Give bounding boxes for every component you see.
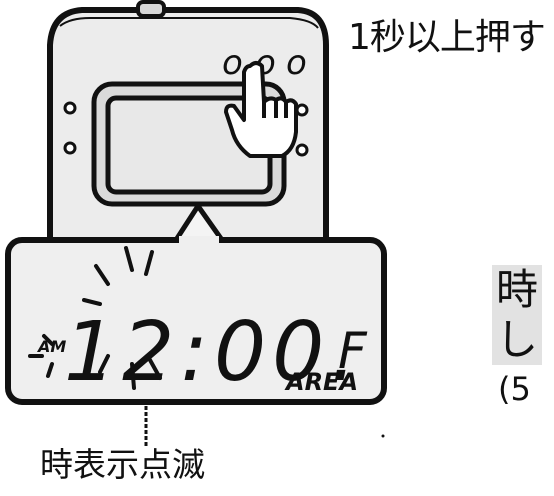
lcd-time-readout: 12:00. xyxy=(64,305,362,400)
blink-rays xyxy=(28,246,162,390)
button-1[interactable]: o xyxy=(222,43,243,83)
blink-caption-label: 時表示点滅 xyxy=(40,445,205,484)
left-indicator-dot-1 xyxy=(63,101,77,115)
side-note-paren: (5 xyxy=(498,370,531,408)
stray-dot xyxy=(381,434,385,438)
side-note-box: 時 し xyxy=(492,265,543,365)
side-note-line-1: 時 xyxy=(496,265,539,314)
right-indicator-dot-2 xyxy=(295,143,309,157)
left-indicator-dot-2 xyxy=(63,141,77,155)
device-top-edge xyxy=(59,17,319,29)
am-indicator: AM xyxy=(36,337,66,356)
side-note-line-2: し xyxy=(496,315,539,364)
press-instruction-label: 1秒以上押す xyxy=(348,17,546,58)
lcd-mode-letter: F xyxy=(338,322,368,380)
area-label: AREA xyxy=(284,368,358,396)
top-nub xyxy=(136,0,166,18)
callout-pointer-gap xyxy=(179,236,219,244)
button-3[interactable]: o xyxy=(286,43,307,83)
pointing-hand-icon xyxy=(224,61,298,158)
callout-pointer xyxy=(173,203,225,242)
right-indicator-dot-1 xyxy=(295,103,309,117)
